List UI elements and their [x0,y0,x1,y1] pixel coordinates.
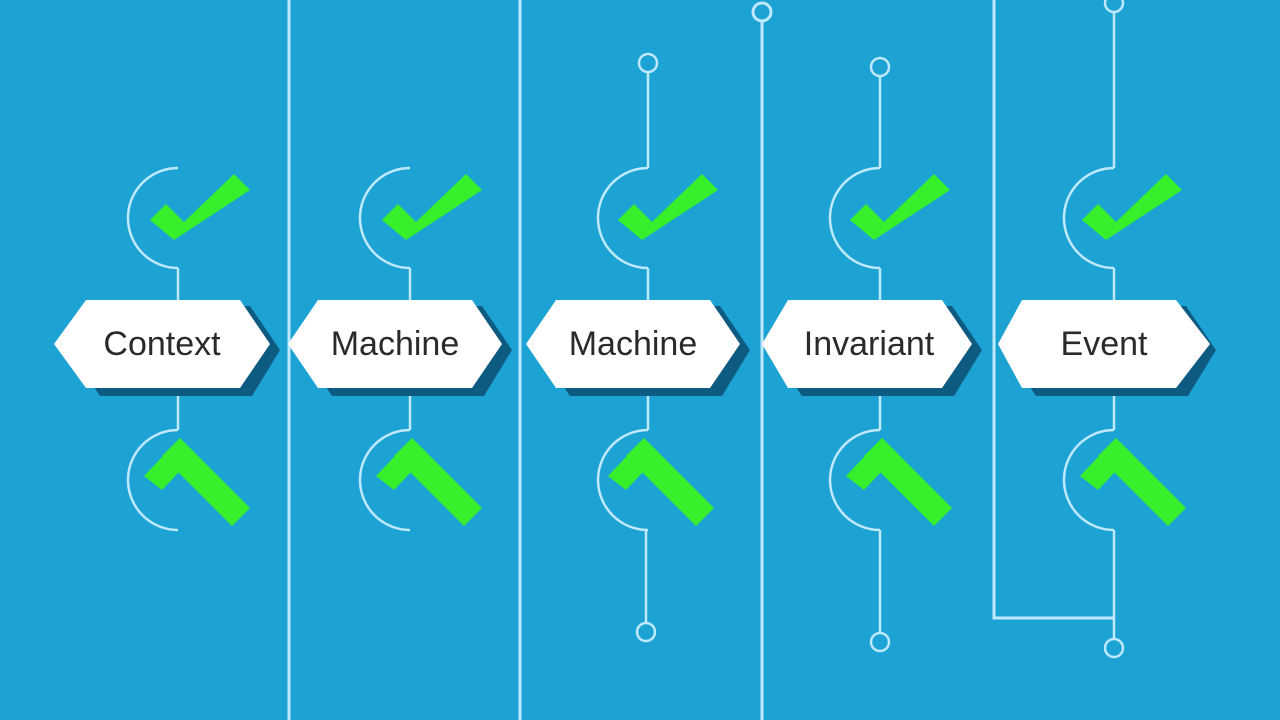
checkmark-icon [850,174,950,240]
hexagons [54,300,1210,388]
checkmark-icon [1082,174,1182,240]
checkmark-icons [150,174,1182,240]
hexagon-invariant[interactable] [762,300,972,388]
partial-checkmark-icon [608,438,714,526]
hexagon-context[interactable] [54,300,270,388]
hexagon-machine-1[interactable] [288,300,502,388]
checkmark-icon [382,174,482,240]
node-connectors [126,0,1125,659]
partial-checkmark-icon [846,438,952,526]
partial-checkmark-icons [144,438,1186,526]
partial-checkmark-icon [1080,438,1186,526]
partial-checkmark-icon [376,438,482,526]
vertical-separators [287,0,1114,720]
hexagon-event[interactable] [998,300,1210,388]
partial-checkmark-icon [144,438,250,526]
hexagon-machine-2[interactable] [526,300,740,388]
checkmark-icon [150,174,250,240]
checkmark-icon [618,174,718,240]
